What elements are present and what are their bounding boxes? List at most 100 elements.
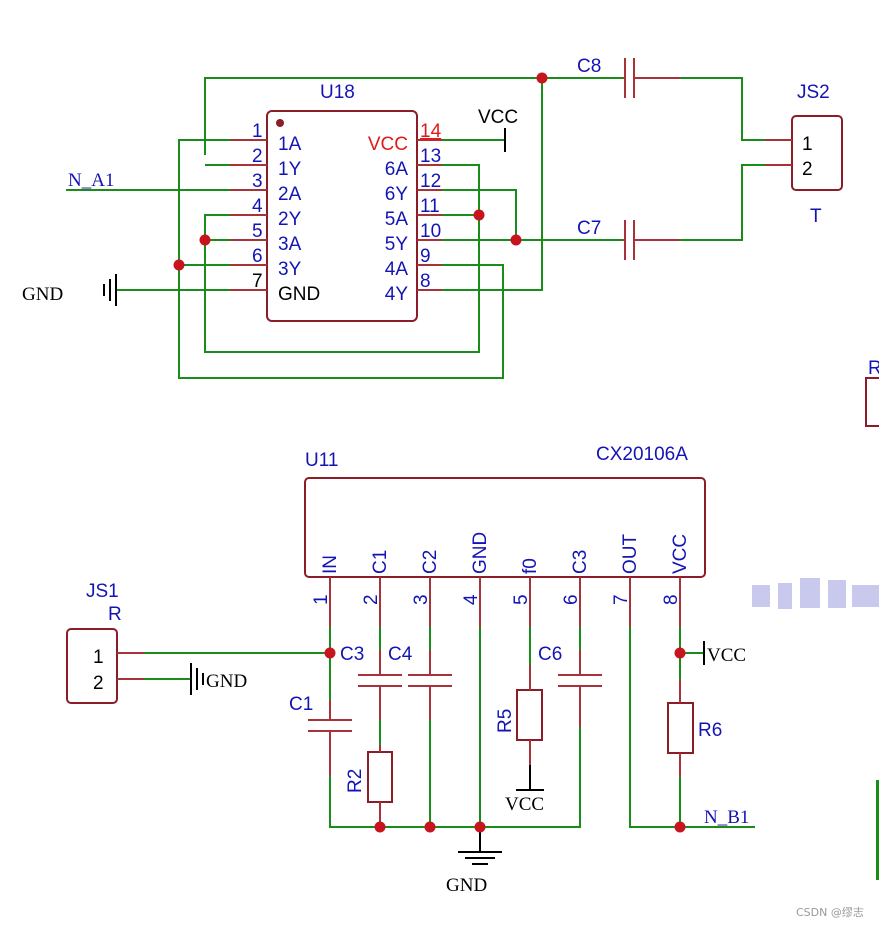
u18-pin-name: 4Y bbox=[385, 284, 409, 305]
u18-pin-name: 2Y bbox=[278, 209, 302, 230]
u18-pin-name: VCC bbox=[368, 134, 408, 155]
vcc-label: VCC bbox=[505, 794, 544, 815]
u11-pin-number: 5 bbox=[511, 594, 532, 605]
u18-pin-name: 1A bbox=[278, 134, 302, 155]
c1-label: C1 bbox=[289, 694, 313, 715]
net-label-n-b1: N_B1 bbox=[704, 807, 749, 828]
u11-body bbox=[304, 477, 706, 578]
u11-pin-name: GND bbox=[470, 532, 491, 574]
vcc-label: VCC bbox=[707, 645, 746, 666]
u18-pin-name: 6Y bbox=[385, 184, 409, 205]
js2-ref: JS2 bbox=[797, 82, 830, 103]
u18-pin-number: 2 bbox=[252, 146, 263, 167]
capacitor-c8-icon bbox=[623, 58, 680, 98]
js1-pin-number: 2 bbox=[93, 673, 104, 694]
js1-pin-number: 1 bbox=[93, 647, 104, 668]
net-label-n-a1: N_A1 bbox=[68, 170, 114, 191]
c6-label: C6 bbox=[538, 644, 562, 665]
u18-pin-name: 3A bbox=[278, 234, 302, 255]
r6-label: R6 bbox=[698, 720, 722, 741]
watermark: CSDN @缪志 bbox=[796, 905, 864, 919]
gnd-label: GND bbox=[206, 671, 247, 692]
js2-body bbox=[791, 115, 843, 191]
u11-ref: U11 bbox=[305, 450, 338, 471]
js2-value: T bbox=[810, 206, 822, 227]
u11-pin-number: 8 bbox=[661, 594, 682, 605]
u11-pin-name: VCC bbox=[670, 534, 691, 574]
gnd-label: GND bbox=[446, 875, 487, 896]
u18-pin-name: GND bbox=[278, 284, 320, 305]
u18-right-pin-stubs bbox=[417, 139, 442, 291]
c4-label: C4 bbox=[388, 644, 413, 665]
u18-ref: U18 bbox=[320, 82, 355, 103]
c3-label: C3 bbox=[340, 644, 364, 665]
ground-icon bbox=[190, 663, 204, 695]
u18-pin-number: 4 bbox=[252, 196, 263, 217]
u11-pin-number: 2 bbox=[361, 594, 382, 605]
capacitor-c6-icon bbox=[558, 650, 602, 727]
u18-pin-number: 6 bbox=[252, 246, 263, 267]
blurred-region bbox=[752, 578, 879, 609]
junction-dots bbox=[173, 72, 548, 271]
js1-body bbox=[66, 628, 118, 704]
u11-pin-name: C1 bbox=[370, 550, 391, 574]
u11-pin-name: OUT bbox=[620, 534, 641, 575]
u18-pin-number: 9 bbox=[420, 246, 431, 267]
u18-pin-number: 1 bbox=[252, 121, 263, 142]
u11-pin-name: f0 bbox=[520, 558, 541, 574]
u18-pin-name: 5A bbox=[385, 209, 409, 230]
junction-dots bbox=[324, 647, 686, 833]
u18-wires bbox=[66, 77, 790, 379]
u11-wires bbox=[144, 627, 755, 828]
u18-pin-number: 14 bbox=[420, 121, 442, 142]
u18-pin-number: 3 bbox=[252, 171, 263, 192]
u11-pin-number: 3 bbox=[411, 594, 432, 605]
u18-pin-name: 3Y bbox=[278, 259, 302, 280]
r2-label: R2 bbox=[345, 769, 366, 793]
u18-pin-name: 2A bbox=[278, 184, 302, 205]
partial-wire-edge bbox=[876, 780, 879, 880]
capacitor-c3-icon bbox=[358, 650, 402, 720]
c7-label: C7 bbox=[577, 218, 601, 239]
u18-pin-number: 10 bbox=[420, 221, 441, 242]
u11-pin-stubs bbox=[329, 577, 681, 627]
u11-pin-number: 7 bbox=[611, 594, 632, 605]
u18-left-pin-stubs bbox=[230, 139, 267, 291]
resistor-r5-icon bbox=[516, 665, 544, 791]
u18-pin-number: 12 bbox=[420, 171, 441, 192]
gnd-label: GND bbox=[22, 284, 63, 305]
js2-pin-number: 2 bbox=[802, 159, 813, 180]
u18-pin-number: 8 bbox=[420, 271, 431, 292]
capacitor-c7-icon bbox=[623, 220, 680, 260]
u11-pin-number: 4 bbox=[461, 594, 482, 605]
r5-label: R5 bbox=[495, 709, 516, 733]
u18-pin-name: 6A bbox=[385, 159, 409, 180]
ground-icon bbox=[103, 274, 117, 306]
u11-pin-name: C3 bbox=[570, 550, 591, 574]
u18-pin-name: 5Y bbox=[385, 234, 409, 255]
partial-resistor-body bbox=[865, 377, 879, 427]
u11-pin-number: 1 bbox=[311, 594, 332, 605]
c8-label: C8 bbox=[577, 56, 601, 77]
ground-icon bbox=[458, 827, 502, 865]
u11-pin-name: C2 bbox=[420, 550, 441, 574]
u18-pin-number: 5 bbox=[252, 221, 263, 242]
resistor-r2-icon bbox=[367, 745, 393, 827]
capacitor-c4-icon bbox=[408, 650, 452, 720]
u18-pin-name: 1Y bbox=[278, 159, 302, 180]
js2-pin-number: 1 bbox=[802, 134, 813, 155]
capacitor-c1-icon bbox=[308, 700, 352, 776]
u11-part: CX20106A bbox=[596, 444, 688, 465]
vcc-label: VCC bbox=[478, 107, 518, 128]
u18-pin-name: 4A bbox=[385, 259, 409, 280]
js1-value: R bbox=[108, 604, 122, 625]
u11-pin-name: IN bbox=[320, 555, 341, 574]
u11-pin-number: 6 bbox=[561, 594, 582, 605]
u18-pin-number: 11 bbox=[420, 196, 440, 217]
partial-resistor-label: R bbox=[868, 358, 879, 379]
u18-pin-number: 13 bbox=[420, 146, 441, 167]
js1-ref: JS1 bbox=[86, 581, 119, 602]
u18-pin1-marker bbox=[276, 119, 284, 127]
resistor-r6-icon bbox=[667, 680, 694, 777]
